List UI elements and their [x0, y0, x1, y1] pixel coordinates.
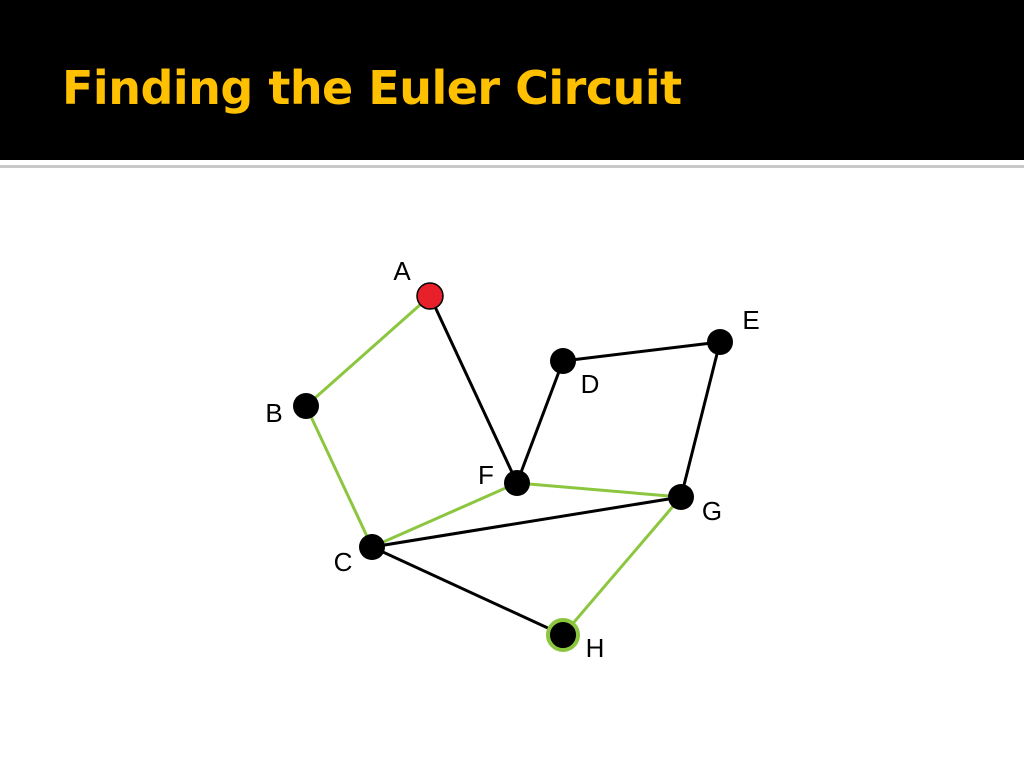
node-label-h: H — [586, 633, 605, 663]
title-bar: Finding the Euler Circuit — [0, 0, 1024, 160]
node-b — [293, 393, 319, 419]
edge-g-h — [561, 496, 683, 636]
node-label-d: D — [581, 369, 600, 399]
node-label-c: C — [334, 547, 353, 577]
edge-c-h — [371, 545, 564, 637]
node-label-e: E — [742, 305, 759, 335]
node-label-f: F — [478, 460, 494, 490]
node-label-b: B — [265, 398, 282, 428]
edge-c-g — [371, 495, 682, 549]
title-divider — [0, 160, 1024, 164]
edge-a-b — [305, 294, 431, 408]
edge-d-e — [562, 340, 721, 363]
node-f — [504, 470, 530, 496]
title-divider-shadow — [0, 165, 1024, 168]
edge-c-f — [371, 481, 518, 549]
node-d — [550, 348, 576, 374]
node-c — [359, 534, 385, 560]
edge-b-c — [304, 405, 374, 548]
node-h — [546, 618, 580, 652]
node-g — [668, 484, 694, 510]
node-label-g: G — [702, 496, 722, 526]
node-e — [707, 329, 733, 355]
edge-e-g — [679, 341, 722, 498]
edge-f-g — [516, 481, 682, 499]
slide-title: Finding the Euler Circuit — [62, 61, 682, 115]
node-a — [416, 282, 444, 310]
labels-layer: A B C D E F G H — [265, 256, 759, 663]
nodes-layer — [293, 282, 733, 652]
edge-a-f — [428, 295, 519, 484]
node-label-a: A — [393, 256, 411, 286]
edge-f-d — [515, 360, 565, 484]
edges-layer — [304, 294, 722, 637]
